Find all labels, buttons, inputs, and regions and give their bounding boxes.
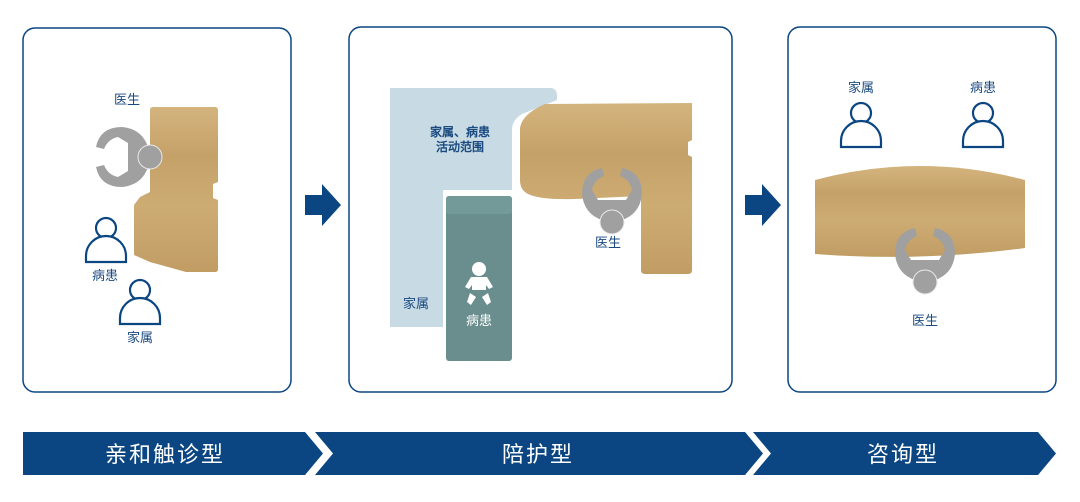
patient-label: 病患 — [466, 314, 492, 329]
doctor-label: 医生 — [114, 93, 140, 108]
zone-label-line1: 家属、病患 — [430, 124, 490, 139]
panel-touch-consultation: 医生 病患 家属 — [22, 27, 292, 393]
panel-inquiry: 家属 病患 医生 — [787, 26, 1057, 393]
activity-zone — [390, 88, 557, 327]
family-label: 家属 — [848, 80, 874, 96]
l-desk — [520, 103, 692, 274]
family-label: 家属 — [127, 330, 153, 346]
family-label: 家属 — [403, 296, 429, 312]
panel-accompany: 家属、病患 活动范围 家属 病患 医生 — [348, 26, 733, 393]
type-banner: 亲和触诊型 陪护型 咨询型 — [23, 432, 1056, 475]
banner-label-touch: 亲和触诊型 — [105, 443, 225, 468]
patient-label: 病患 — [970, 81, 996, 96]
bed-pillow — [446, 196, 512, 214]
arrow-right-icon — [745, 184, 781, 226]
curved-desk — [815, 166, 1025, 257]
banner-segment — [753, 432, 1056, 475]
arrow-right-icon — [305, 184, 341, 226]
banner-segment — [315, 432, 763, 475]
patient-label: 病患 — [92, 269, 118, 284]
banner-label-accompany: 陪护型 — [502, 443, 574, 468]
doctor-label: 医生 — [912, 314, 938, 329]
baby-icon — [465, 262, 493, 305]
zone-label-line2: 活动范围 — [436, 139, 484, 154]
banner-segment — [23, 432, 323, 475]
banner-label-inquiry: 咨询型 — [867, 443, 939, 468]
doctor-label: 医生 — [595, 236, 621, 251]
